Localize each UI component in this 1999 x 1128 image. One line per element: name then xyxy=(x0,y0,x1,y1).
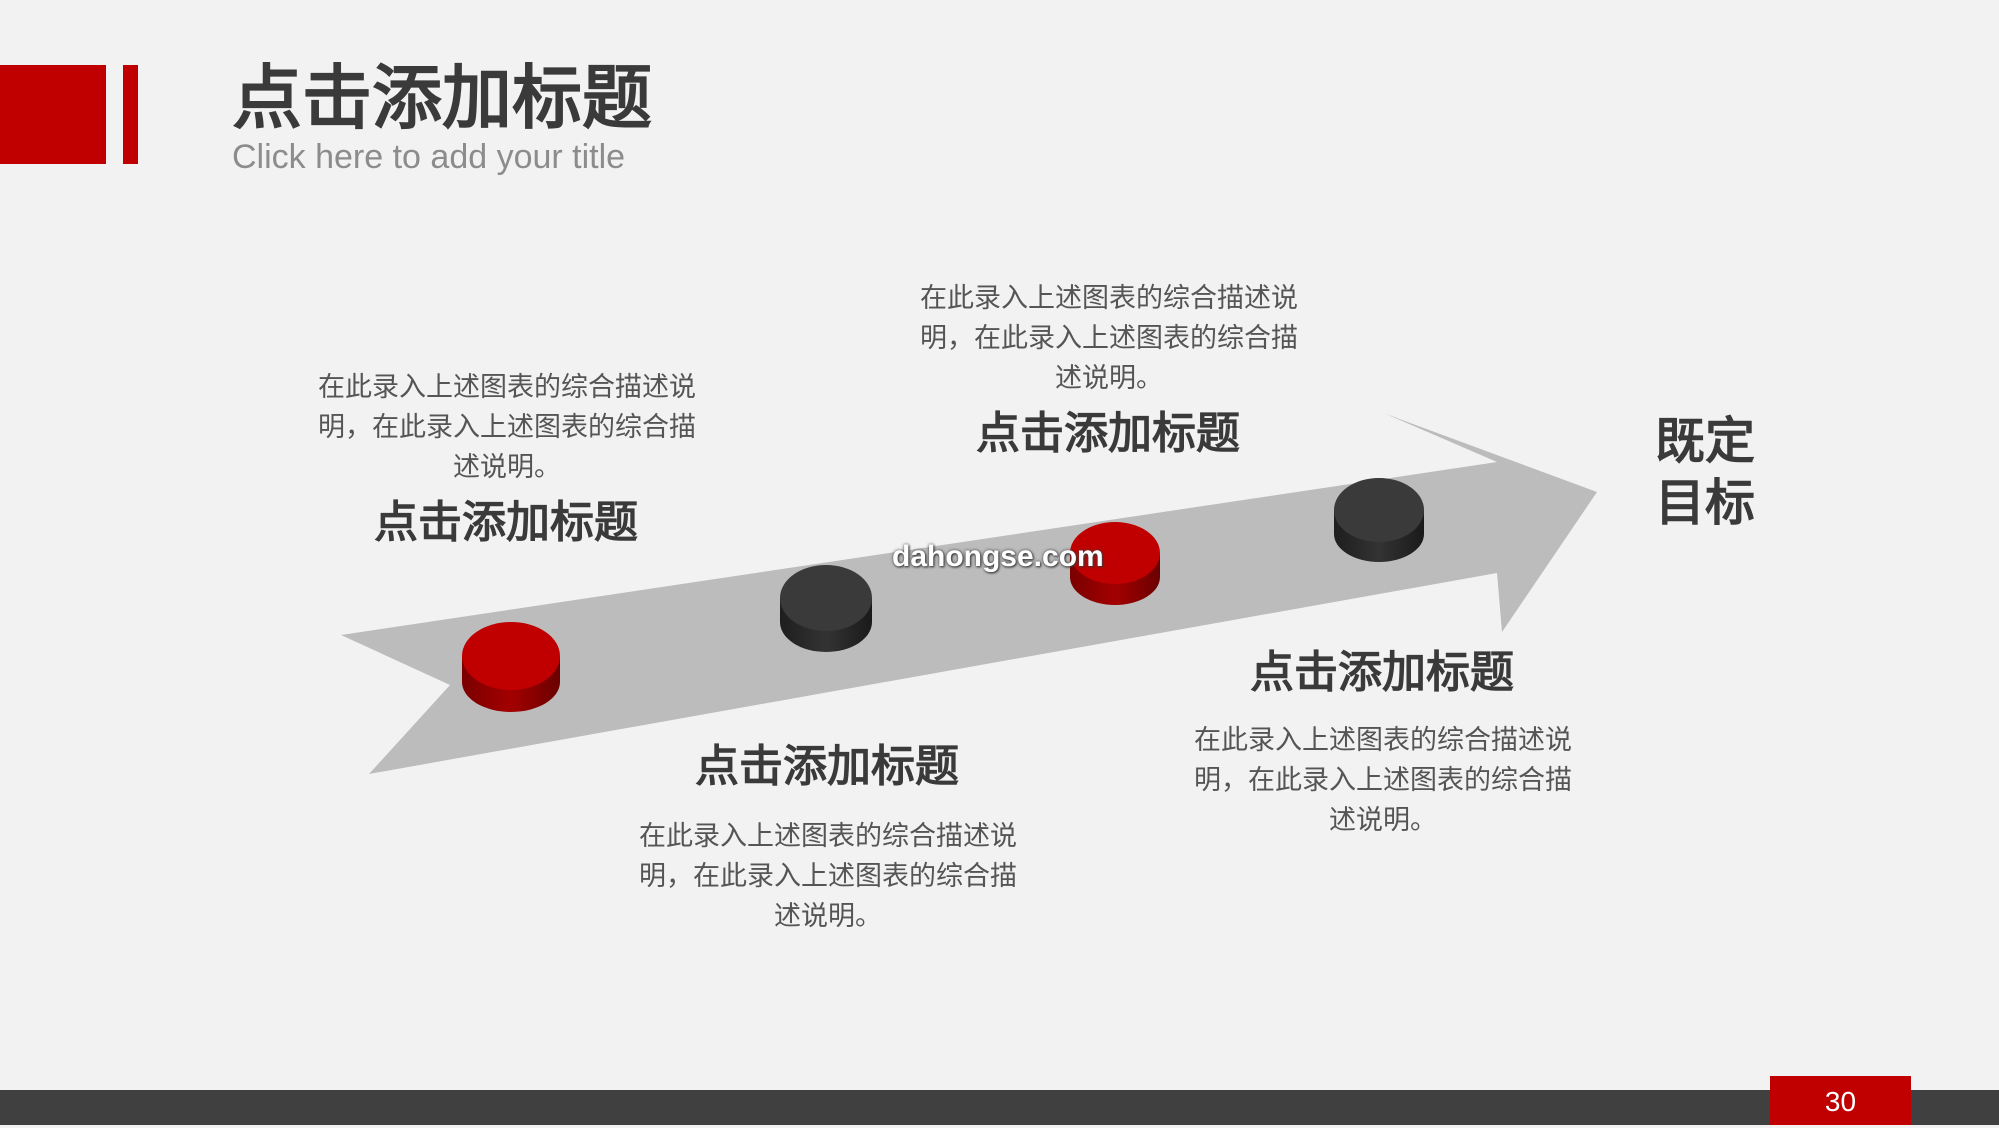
marker-4[interactable] xyxy=(1334,478,1424,562)
step-2-title[interactable]: 点击添加标题 xyxy=(695,741,959,792)
marker-1[interactable] xyxy=(462,622,560,712)
page-number: 30 xyxy=(1770,1076,1911,1125)
step-1-title[interactable]: 点击添加标题 xyxy=(374,497,638,548)
page-subtitle[interactable]: Click here to add your title xyxy=(232,138,626,176)
step-4-description[interactable]: 在此录入上述图表的综合描述说明，在此录入上述图表的综合描述说明。 xyxy=(1194,725,1572,836)
step-2-description[interactable]: 在此录入上述图表的综合描述说明，在此录入上述图表的综合描述说明。 xyxy=(639,821,1017,932)
accent-bar xyxy=(123,65,138,164)
watermark: dahongse.com xyxy=(892,540,1104,573)
goal-label-line2: 目标 xyxy=(1655,474,1755,532)
accent-block xyxy=(0,65,106,164)
marker-2[interactable] xyxy=(780,565,872,652)
step-3-title[interactable]: 点击添加标题 xyxy=(976,408,1240,459)
goal-label-line1: 既定 xyxy=(1655,412,1755,470)
page-title[interactable]: 点击添加标题 xyxy=(232,57,652,139)
goal-label[interactable]: 既定 目标 xyxy=(1640,410,1770,534)
footer-bar xyxy=(0,1090,1999,1125)
marker-3[interactable] xyxy=(1070,522,1160,605)
arrow-shape xyxy=(341,414,1597,774)
step-3-description[interactable]: 在此录入上述图表的综合描述说明，在此录入上述图表的综合描述说明。 xyxy=(920,283,1298,394)
step-4-title[interactable]: 点击添加标题 xyxy=(1250,647,1514,698)
step-1-description[interactable]: 在此录入上述图表的综合描述说明，在此录入上述图表的综合描述说明。 xyxy=(318,372,696,483)
